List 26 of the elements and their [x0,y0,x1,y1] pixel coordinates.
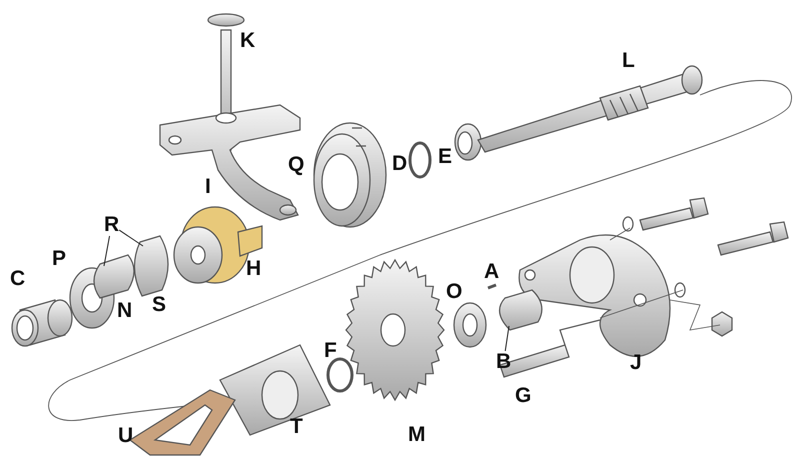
callout-letter: M [408,424,426,446]
callout-letter: N [117,300,132,322]
callout-letter: K [240,30,256,52]
callout-letter: S [152,294,166,316]
callout-letter: E [438,146,452,168]
callout-letter: D [392,153,408,175]
callout-letter: A [484,261,500,283]
callout-letter: O [446,281,462,303]
callout-letter: R [104,214,120,236]
callout-letter: G [515,385,532,407]
leader-line [104,236,110,266]
callout-letter: I [205,176,211,198]
leader-line [118,230,144,246]
bearing-drawing [498,289,542,331]
callout-letter: L [622,50,635,72]
spacer-tube-drawing [93,254,135,299]
callout-letter: P [52,248,66,270]
callout-letter: F [324,340,337,362]
callout-letter: H [246,258,262,280]
callout-letter: C [10,268,26,290]
leader-line [504,326,510,352]
spacer-flange-drawing [134,235,169,297]
callout-letter: J [630,352,642,374]
callout-letter: Q [288,154,304,176]
callout-letter: T [290,416,303,438]
callout-letter: U [118,425,134,447]
